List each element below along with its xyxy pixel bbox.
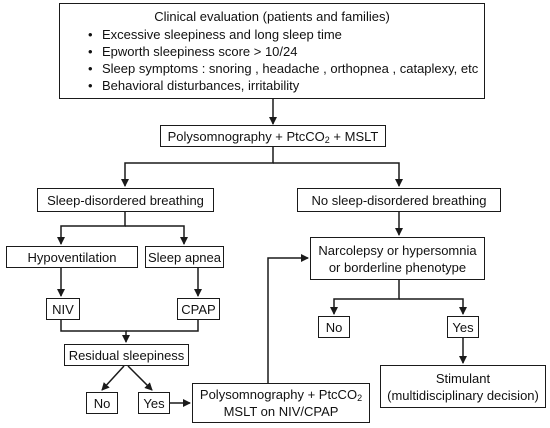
connector-psg2-to-narco <box>267 254 309 383</box>
arrow-residual-to-no <box>101 365 125 391</box>
hypoventilation-label: Hypoventilation <box>27 249 117 265</box>
sleep-disordered-breathing-box: Sleep-disordered breathing <box>37 188 214 212</box>
followup-polysomnography-line1: Polysomnography + PtcCO2 <box>199 387 363 403</box>
clinical-criterion: Sleep symptoms : snoring , headache , or… <box>88 60 478 77</box>
clinical-criterion: Excessive sleepiness and long sleep time <box>88 26 476 43</box>
arrow-residual-to-yes <box>127 365 153 391</box>
narcolepsy-yes-box: Yes <box>447 316 479 338</box>
sleep-apnea-box: Sleep apnea <box>145 246 224 268</box>
niv-box: NIV <box>46 298 80 320</box>
no-sleep-disordered-breathing-box: No sleep-disordered breathing <box>297 188 501 212</box>
narcolepsy-no-label: No <box>325 319 343 335</box>
cpap-box: CPAP <box>177 298 220 320</box>
clinical-criterion: Behavioral disturbances, irritability <box>88 77 476 94</box>
connector-sdb-to-apnea <box>125 225 188 245</box>
hypoventilation-box: Hypoventilation <box>6 246 138 268</box>
clinical-criterion: Epworth sleepiness score > 10/24 <box>88 43 476 60</box>
clinical-criteria-list: Excessive sleepiness and long sleep time… <box>68 26 478 94</box>
residual-sleepiness-label: Residual sleepiness <box>68 347 185 363</box>
polysomnography-box: Polysomnography + PtcCO2 + MSLT <box>160 125 386 147</box>
sleep-apnea-label: Sleep apnea <box>147 249 221 265</box>
connector-niv-to-residual <box>60 320 130 343</box>
stimulant-label-line2: (multidisciplinary decision) <box>387 387 539 403</box>
residual-no-label: No <box>93 395 111 411</box>
followup-polysomnography-line2: MSLT on NIV/CPAP <box>223 404 339 419</box>
residual-yes-box: Yes <box>138 392 170 414</box>
connector-psg-to-nosdb <box>273 162 403 187</box>
connector-narco-split <box>330 280 400 315</box>
clinical-evaluation-title: Clinical evaluation (patients and famili… <box>154 9 390 24</box>
narcolepsy-box: Narcolepsy or hypersomnia or borderline … <box>310 237 485 280</box>
connector-narco-to-yes <box>399 298 467 315</box>
narcolepsy-yes-label: Yes <box>452 319 474 335</box>
cpap-label: CPAP <box>181 301 216 317</box>
residual-no-box: No <box>86 392 118 414</box>
niv-label: NIV <box>52 301 74 317</box>
no-sleep-disordered-breathing-label: No sleep-disordered breathing <box>311 192 487 208</box>
clinical-evaluation-box: Clinical evaluation (patients and famili… <box>59 3 485 99</box>
polysomnography-label: Polysomnography + PtcCO2 + MSLT <box>167 128 379 145</box>
connector-psg-split <box>121 147 274 187</box>
narcolepsy-label-line1: Narcolepsy or hypersomnia <box>318 242 477 258</box>
narcolepsy-no-box: No <box>318 316 350 338</box>
residual-yes-label: Yes <box>143 395 165 411</box>
narcolepsy-label-line2: or borderline phenotype <box>328 259 467 275</box>
residual-sleepiness-box: Residual sleepiness <box>64 344 189 366</box>
sleep-disordered-breathing-label: Sleep-disordered breathing <box>47 192 204 208</box>
stimulant-box: Stimulant (multidisciplinary decision) <box>380 365 546 408</box>
followup-polysomnography-box: Polysomnography + PtcCO2 MSLT on NIV/CPA… <box>192 383 370 423</box>
stimulant-label-line1: Stimulant <box>435 370 491 386</box>
connector-cpap-to-residual <box>126 320 199 332</box>
connector-sdb-split <box>57 212 126 245</box>
